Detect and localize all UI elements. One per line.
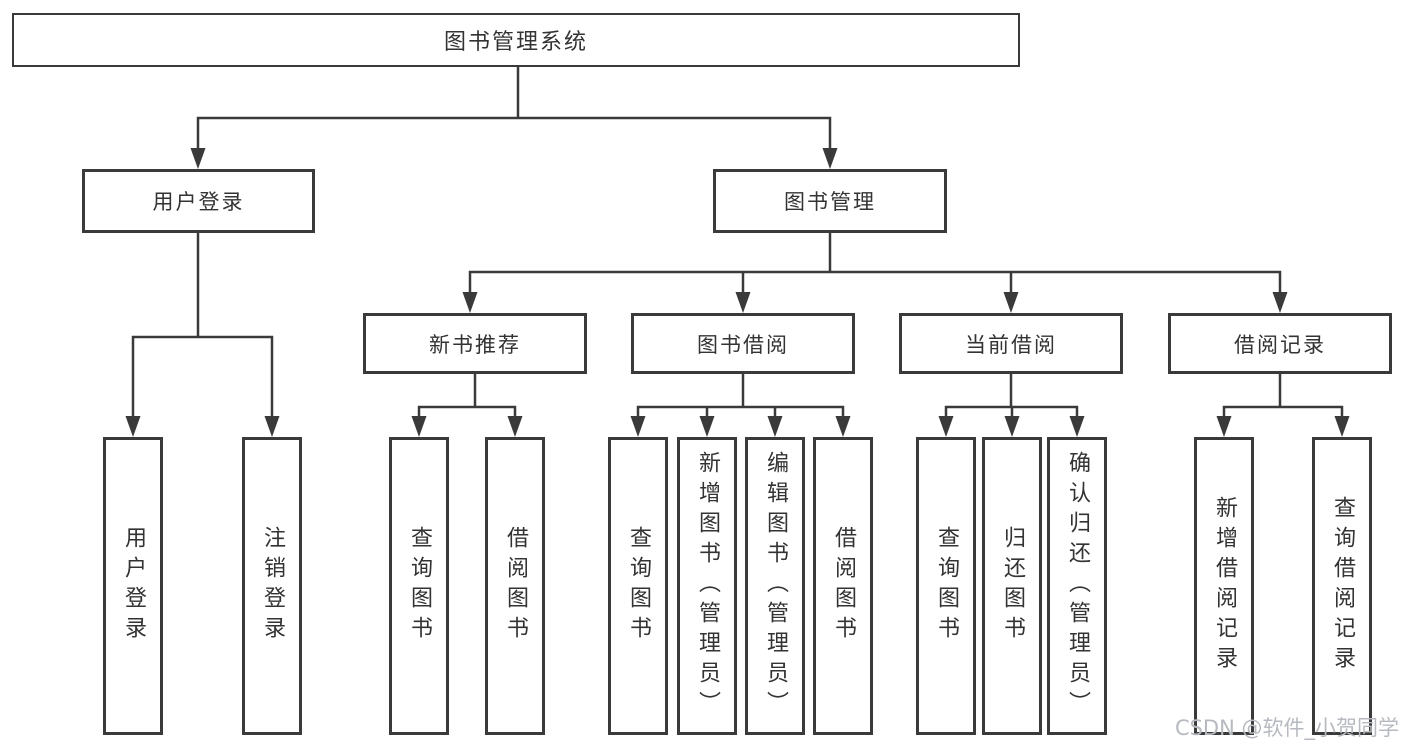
arrow-down-icon [1334, 416, 1350, 437]
leaf-borrowing-borrow-book-label: 借阅图书 [831, 526, 856, 646]
node-user-login: 用户登录 [82, 169, 315, 233]
node-user-login-label: 用户登录 [152, 190, 245, 214]
arrow-down-icon [699, 416, 715, 437]
leaf-current-query-book: 查询图书 [916, 437, 976, 735]
leaf-borrowing-borrow-book: 借阅图书 [813, 437, 873, 735]
leaf-add-book-admin: 新增图书（管理员） [677, 437, 737, 735]
leaf-logout: 注销登录 [242, 437, 302, 735]
arrow-down-icon [411, 416, 427, 437]
arrow-down-icon [835, 416, 851, 437]
node-root-label: 图书管理系统 [443, 30, 588, 55]
arrow-down-icon [630, 416, 646, 437]
leaf-confirm-return-admin: 确认归还（管理员） [1047, 437, 1107, 735]
node-root: 图书管理系统 [12, 13, 1020, 67]
connector-user-login [131, 231, 274, 420]
node-new-book-recommend-label: 新书推荐 [429, 332, 521, 357]
arrow-down-icon [1272, 292, 1288, 313]
leaf-recommend-query-book: 查询图书 [389, 437, 449, 735]
leaf-edit-book-admin-label: 编辑图书（管理员） [763, 451, 788, 721]
leaf-edit-book-admin: 编辑图书（管理员） [745, 437, 805, 735]
node-current-borrowing-label: 当前借阅 [965, 332, 1057, 357]
node-borrowing-records-label: 借阅记录 [1234, 332, 1326, 357]
leaf-current-query-book-label: 查询图书 [934, 526, 959, 646]
leaf-recommend-query-book-label: 查询图书 [407, 526, 432, 646]
node-book-borrowing-label: 图书借阅 [697, 332, 789, 357]
connector-new-book [417, 372, 517, 420]
leaf-user-login-label: 用户登录 [121, 526, 146, 646]
arrow-down-icon [1003, 292, 1019, 313]
leaf-confirm-return-admin-label: 确认归还（管理员） [1065, 451, 1090, 721]
connector-borrow-record [1222, 372, 1344, 420]
leaf-query-borrow-record-label: 查询借阅记录 [1330, 496, 1355, 676]
leaf-add-book-admin-label: 新增图书（管理员） [695, 451, 720, 721]
arrow-down-icon [190, 148, 206, 169]
leaf-logout-label: 注销登录 [260, 526, 285, 646]
leaf-query-borrow-record: 查询借阅记录 [1312, 437, 1372, 735]
connector-book-mgmt [468, 231, 1282, 296]
node-new-book-recommend: 新书推荐 [363, 313, 587, 374]
arrow-down-icon [822, 148, 838, 169]
arrow-down-icon [125, 416, 141, 437]
node-current-borrowing: 当前借阅 [899, 313, 1123, 374]
arrow-down-icon [1069, 416, 1085, 437]
leaf-recommend-borrow-book: 借阅图书 [485, 437, 545, 735]
node-book-management-label: 图书管理 [784, 190, 876, 214]
connector-root [196, 65, 832, 152]
arrow-down-icon [264, 416, 280, 437]
leaf-add-borrow-record: 新增借阅记录 [1194, 437, 1254, 735]
leaf-recommend-borrow-book-label: 借阅图书 [503, 526, 528, 646]
leaf-user-login: 用户登录 [103, 437, 163, 735]
arrow-down-icon [462, 292, 478, 313]
arrow-down-icon [767, 416, 783, 437]
arrow-down-icon [1004, 416, 1020, 437]
leaf-add-borrow-record-label: 新增借阅记录 [1212, 496, 1237, 676]
arrow-down-icon [1216, 416, 1232, 437]
leaf-return-book: 归还图书 [982, 437, 1042, 735]
node-book-management: 图书管理 [713, 169, 947, 233]
leaf-return-book-label: 归还图书 [1000, 526, 1025, 646]
connector-current-borrow [944, 372, 1079, 420]
leaf-borrowing-query-book-label: 查询图书 [626, 526, 651, 646]
arrow-down-icon [507, 416, 523, 437]
arrow-down-icon [938, 416, 954, 437]
leaf-borrowing-query-book: 查询图书 [608, 437, 668, 735]
node-borrowing-records: 借阅记录 [1168, 313, 1392, 374]
node-book-borrowing: 图书借阅 [631, 313, 855, 374]
arrow-down-icon [735, 292, 751, 313]
csdn-watermark: CSDN @软件_小贺同学 [1174, 716, 1399, 740]
connector-book-borrow [636, 372, 845, 420]
